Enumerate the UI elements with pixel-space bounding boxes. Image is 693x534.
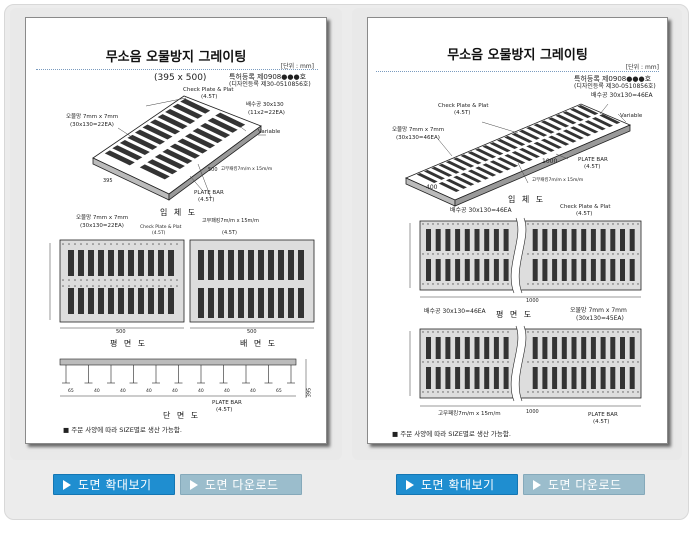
label-top-check-plate: Check Plate & Plat xyxy=(560,204,611,210)
label-plan-rubber-thickness: (4.5T) xyxy=(222,230,237,236)
label-top-check-thickness: (4.5T) xyxy=(576,211,593,217)
dim-side: 395 xyxy=(306,387,313,398)
label-plan-check-plate: Check Plate & Plat xyxy=(140,225,182,230)
caption-bottom: 배 면 도 xyxy=(240,339,278,348)
dim-395: 395 xyxy=(103,178,113,184)
label-plan-check-thickness: (4.5T) xyxy=(152,231,166,236)
label-check-plate: Check Plate & Plat xyxy=(183,87,234,93)
label-variable: Variable xyxy=(620,113,643,119)
plan-views-drawing xyxy=(49,239,315,329)
label-plate-bar-thickness: (4.5T) xyxy=(198,197,215,203)
label-plan-dirt-screen-count: (30x130=22EA) xyxy=(80,223,124,229)
play-triangle-icon xyxy=(190,480,198,490)
label-variable: Variable xyxy=(258,129,281,135)
label-plan-dirt-screen: 오물망 7mm x 7mm xyxy=(76,215,129,221)
label-mid-dirt-screen: 오물망 7mm x 7mm xyxy=(570,307,627,314)
label-section-plate-bar: PLATE BAR xyxy=(212,400,242,406)
right-zoom-label: 도면 확대보기 xyxy=(421,478,495,492)
section-dimension: 40 xyxy=(172,389,178,394)
left-zoom-button[interactable]: 도면 확대보기 xyxy=(53,474,175,495)
section-dimension: 40 xyxy=(250,389,256,394)
label-section-plate-bar-thickness: (4.5T) xyxy=(216,407,233,413)
right-download-label: 도면 다운로드 xyxy=(548,478,622,492)
left-download-label: 도면 다운로드 xyxy=(205,478,279,492)
plan-views-drawing xyxy=(409,216,642,407)
section-dimension: 40 xyxy=(94,389,100,394)
title-divider xyxy=(376,71,659,72)
right-download-button[interactable]: 도면 다운로드 xyxy=(523,474,645,495)
label-check-plate-thickness: (4.5T) xyxy=(201,94,218,100)
label-rubber-packing: 고무패킹7m/m x 15m/m xyxy=(532,178,584,183)
label-drain-hole: 배수공 30x130=46EA xyxy=(591,92,653,99)
play-triangle-icon xyxy=(63,480,71,490)
label-rubber-packing: 고무패킹7m/m x 15m/m xyxy=(221,167,273,172)
dim-1000: 1000 xyxy=(542,158,558,165)
label-dirt-screen: 오물망 7mm x 7mm xyxy=(66,114,119,120)
caption-isometric: 입 체 도 xyxy=(508,195,546,204)
section-dimension: 65 xyxy=(276,389,282,394)
dim-plan-left: 500 xyxy=(116,329,126,335)
label-bottom-plate-bar-thickness: (4.5T) xyxy=(593,419,610,425)
dim-plan-right: 500 xyxy=(247,329,257,335)
footnote: ■ 주문 사양에 따라 SIZE별로 생산 가능함. xyxy=(392,430,511,438)
label-dirt-screen-count: (30x130=22EA) xyxy=(70,122,114,128)
patent-number: 특허등록 제0908●●●호 xyxy=(574,75,652,83)
caption-plan: 평 면 도 xyxy=(496,310,534,319)
design-number: (디자인등록 제30-0510856호) xyxy=(574,83,656,90)
right-zoom-button[interactable]: 도면 확대보기 xyxy=(396,474,518,495)
dim-500: 500 xyxy=(208,167,218,173)
label-dirt-screen: 오물망 7mm x 7mm xyxy=(392,127,445,133)
right-drawing-sheet[interactable]: 무소음 오물방지 그레이팅 [단위 : mm] 특허등록 제0908●●●호 (… xyxy=(367,17,668,444)
label-plate-bar: PLATE BAR xyxy=(194,190,224,196)
left-zoom-label: 도면 확대보기 xyxy=(78,478,152,492)
label-mid-dirt-screen-count: (30x130=45EA) xyxy=(576,315,624,322)
title-divider xyxy=(36,69,318,70)
isometric-drawing xyxy=(404,103,632,207)
section-dimension: 40 xyxy=(146,389,152,394)
label-plate-bar: PLATE BAR xyxy=(578,157,608,163)
caption-plan: 평 면 도 xyxy=(110,339,148,348)
size-label: (395 x 500) xyxy=(154,73,207,83)
caption-isometric: 입 체 도 xyxy=(160,208,198,217)
label-bottom-plate-bar: PLATE BAR xyxy=(588,412,618,418)
label-check-plate: Check Plate & Plat xyxy=(438,103,489,109)
section-dimension: 40 xyxy=(198,389,204,394)
play-triangle-icon xyxy=(533,480,541,490)
dim-bottom-plan: 1000 xyxy=(526,409,539,415)
caption-section: 단 면 도 xyxy=(163,411,201,420)
label-plate-bar-thickness: (4.5T) xyxy=(584,164,601,170)
label-drain-hole: 배수공 30x130 xyxy=(246,102,284,108)
section-dimension: 40 xyxy=(120,389,126,394)
dim-400: 400 xyxy=(426,184,438,191)
drawing-title: 무소음 오물방지 그레이팅 xyxy=(105,50,247,65)
label-bottom-rubber: 고무패킹7m/m x 15m/m xyxy=(438,411,501,417)
drawing-title: 무소음 오물방지 그레이팅 xyxy=(447,48,588,63)
label-dirt-screen-count: (30x130=46EA) xyxy=(396,135,440,141)
patent-number: 특허등록 제0908●●●호 xyxy=(229,73,307,81)
section-dimension: 65 xyxy=(68,389,74,394)
footnote: ■ 주문 사양에 따라 SIZE별로 생산 가능함. xyxy=(63,426,182,434)
section-drawing xyxy=(59,358,307,398)
section-dimension: 40 xyxy=(224,389,230,394)
label-plan-rubber: 고무패킹7m/m x 15m/m xyxy=(202,218,259,224)
left-download-button[interactable]: 도면 다운로드 xyxy=(180,474,302,495)
label-drain-hole-count: (11x2=22EA) xyxy=(248,110,285,116)
left-drawing-sheet[interactable]: 무소음 오물방지 그레이팅 [단위 : mm] (395 x 500) 특허등록… xyxy=(25,17,327,444)
unit-label: [단위 : mm] xyxy=(625,64,659,71)
label-check-plate-thickness: (4.5T) xyxy=(454,110,471,116)
label-mid-drain: 배수공 30x130=46EA xyxy=(424,308,486,315)
isometric-drawing xyxy=(92,95,266,201)
play-triangle-icon xyxy=(406,480,414,490)
label-top-drain: 배수공 30x130=46EA xyxy=(450,207,512,214)
design-number: (디자인등록 제30-0510856호) xyxy=(229,81,311,88)
unit-label: [단위 : mm] xyxy=(280,63,314,70)
dim-top-plan: 1000 xyxy=(526,298,539,304)
